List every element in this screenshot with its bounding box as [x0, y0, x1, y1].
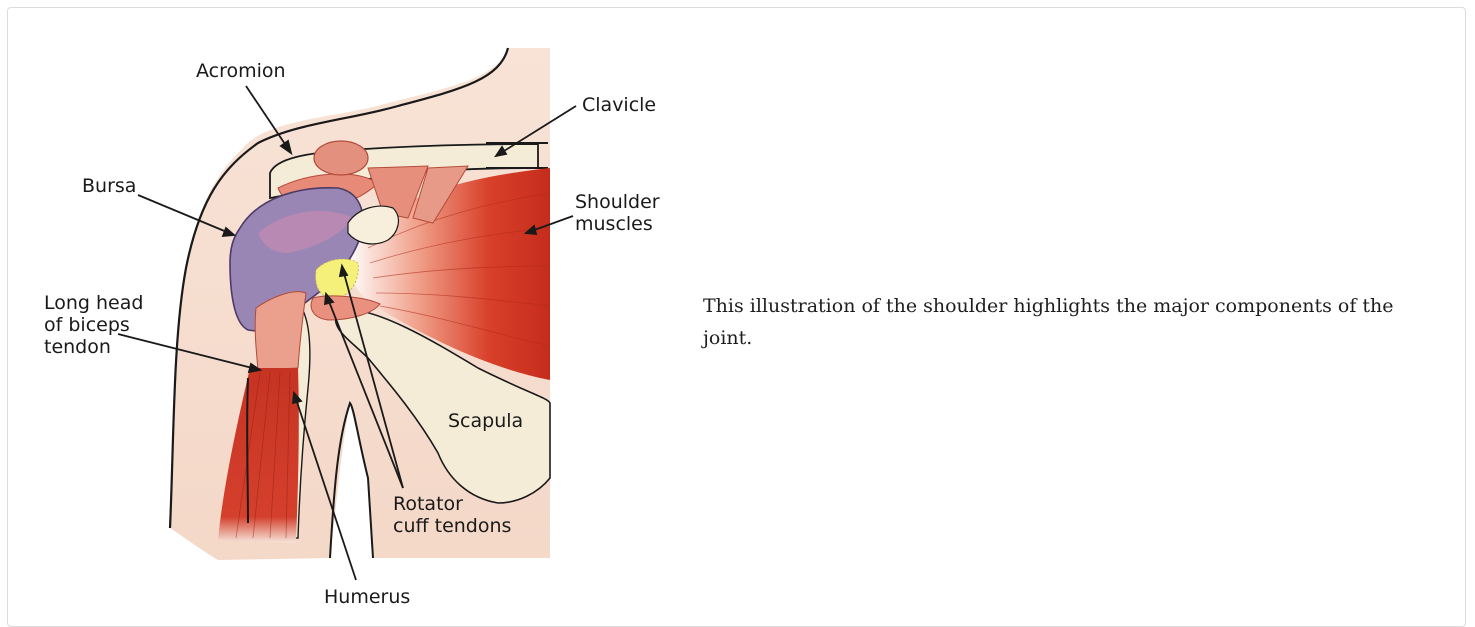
- content-card: Acromion Clavicle Bursa Shoulder muscles…: [7, 7, 1466, 627]
- label-long-head-biceps-tendon: Long head of biceps tendon: [44, 292, 143, 358]
- label-rotator-cuff-tendons: Rotator cuff tendons: [393, 493, 511, 537]
- label-scapula: Scapula: [448, 410, 523, 432]
- figure-caption: This illustration of the shoulder highli…: [703, 290, 1423, 354]
- label-shoulder-muscles: Shoulder muscles: [575, 191, 660, 235]
- shoulder-anatomy-illustration: Acromion Clavicle Bursa Shoulder muscles…: [38, 38, 678, 620]
- biceps-tendon: [255, 292, 306, 370]
- label-bursa: Bursa: [82, 175, 136, 197]
- label-acromion: Acromion: [196, 60, 286, 82]
- acromion-knob: [314, 141, 368, 175]
- label-humerus: Humerus: [324, 586, 410, 608]
- label-clavicle: Clavicle: [582, 94, 656, 116]
